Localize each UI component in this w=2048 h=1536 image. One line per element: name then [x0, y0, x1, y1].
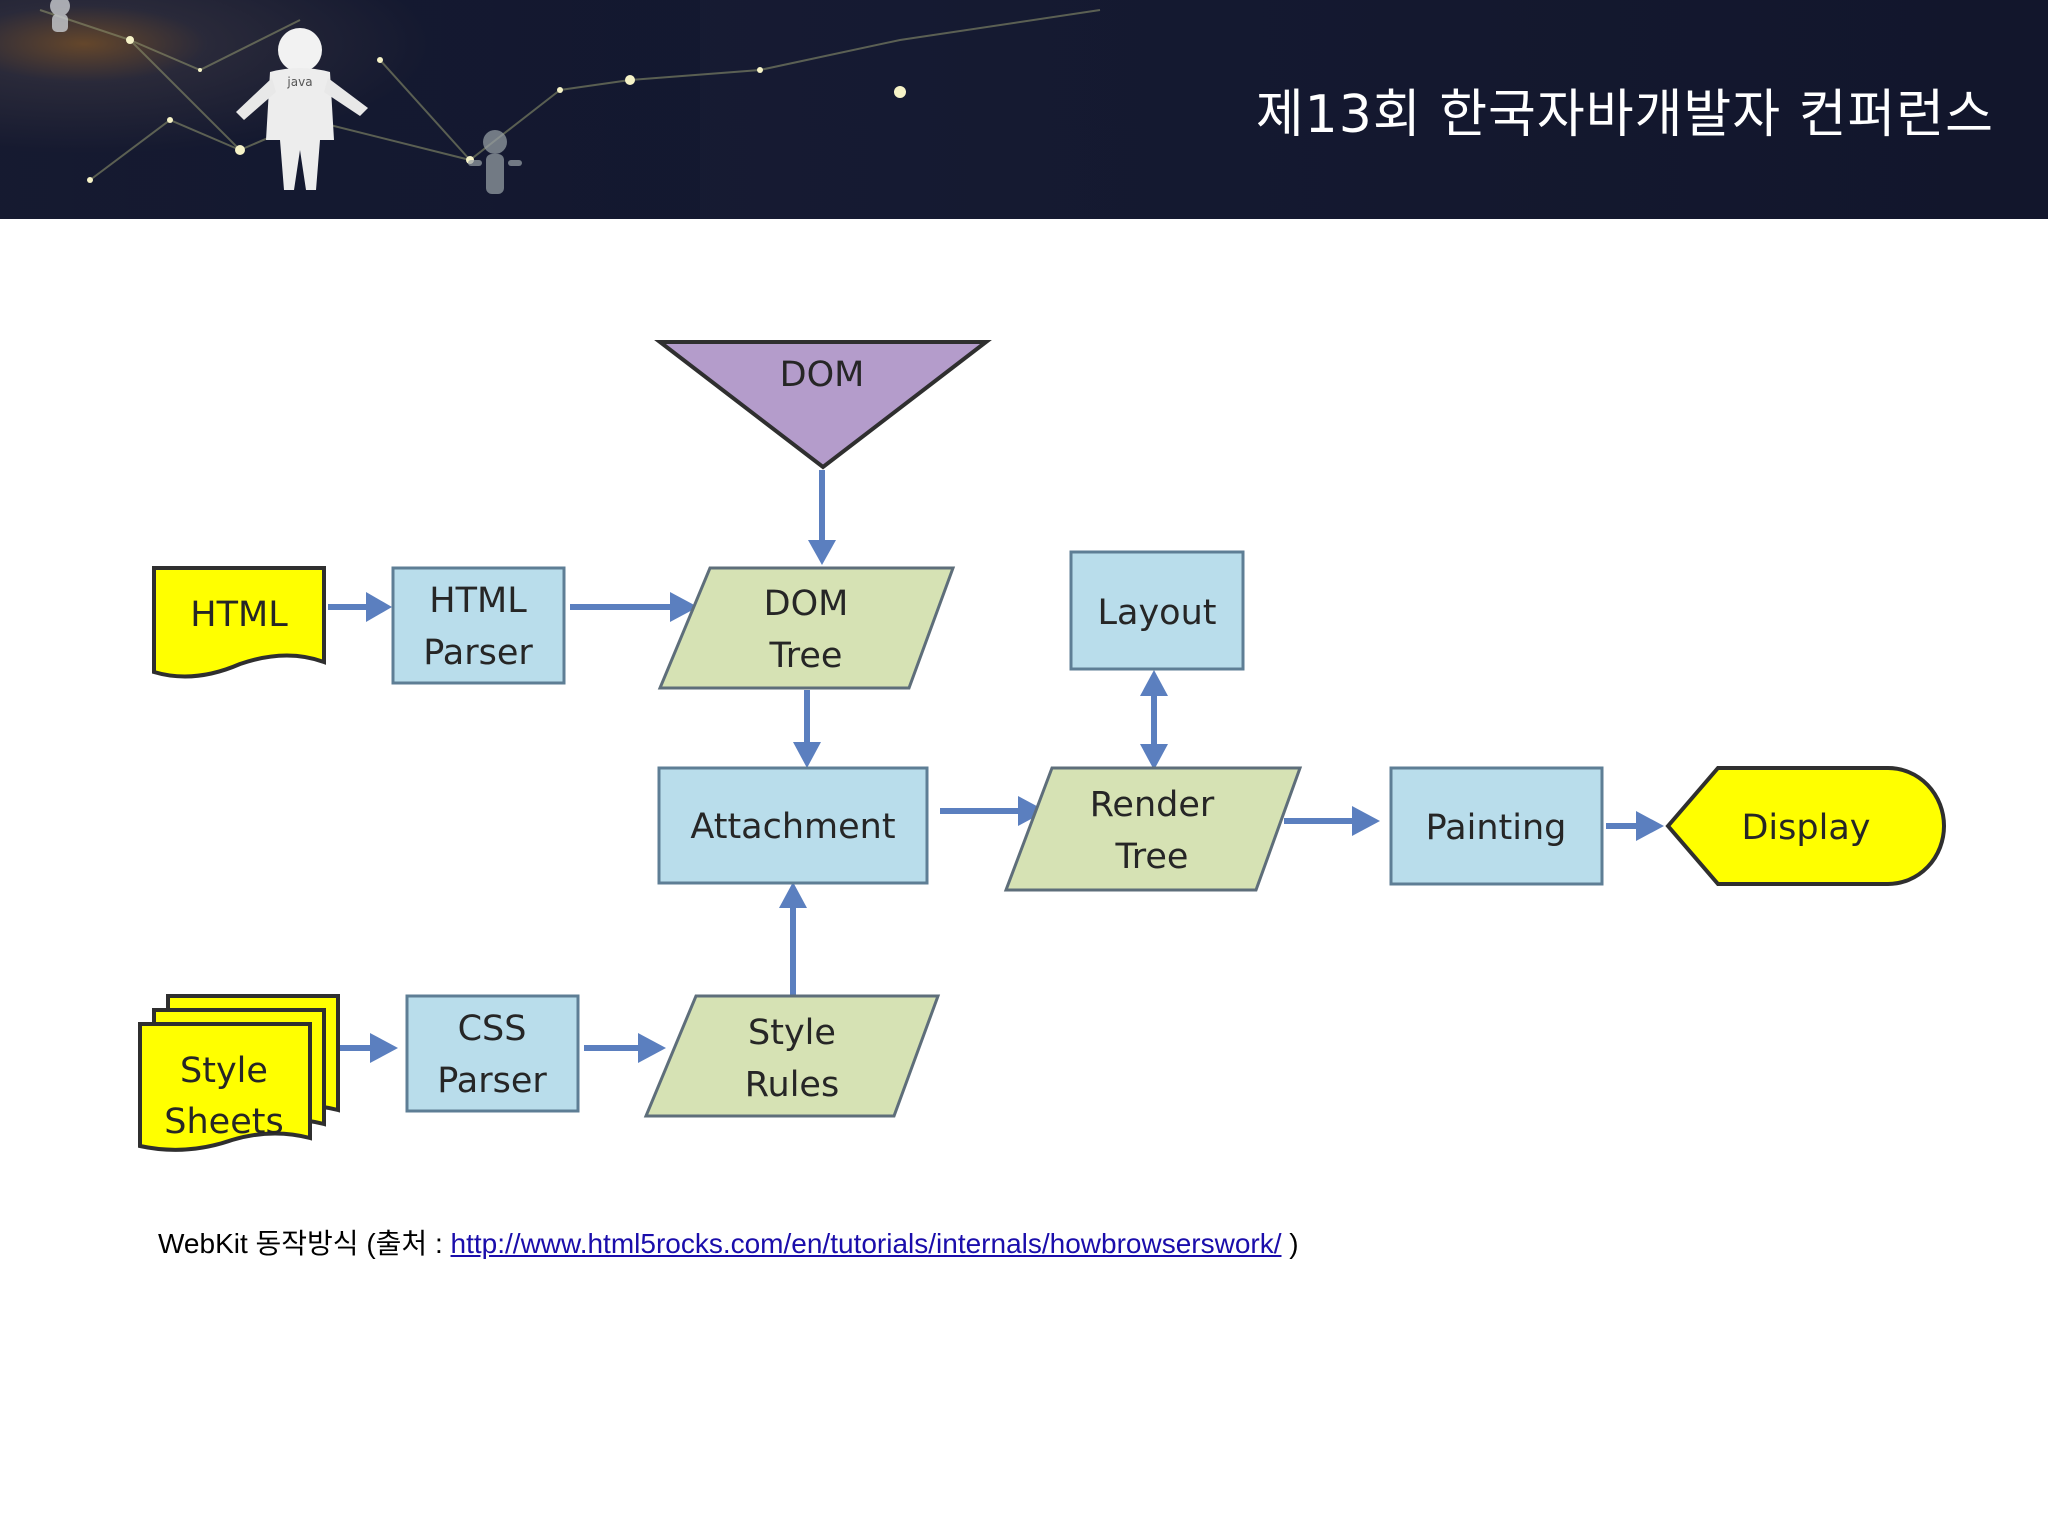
node-display-label: Display — [1741, 808, 1870, 848]
node-html-parser-line2: Parser — [423, 633, 533, 673]
node-render-tree-line1: Render — [1090, 785, 1215, 825]
node-html-parser-line1: HTML — [429, 581, 527, 621]
node-style-rules: Style Rules — [643, 994, 941, 1118]
node-render-tree-line2: Tree — [1115, 837, 1189, 877]
node-style-sheets-line1: Style — [180, 1051, 268, 1091]
node-style-rules-line2: Rules — [745, 1065, 839, 1105]
caption-prefix: WebKit 동작방식 (출처 : — [158, 1228, 451, 1259]
source-caption: WebKit 동작방식 (출처 : http://www.html5rocks.… — [158, 1222, 1299, 1262]
node-html: HTML — [152, 566, 326, 679]
arrows — [328, 470, 1664, 1063]
caption-suffix: ) — [1281, 1228, 1299, 1259]
node-layout-label: Layout — [1098, 593, 1217, 633]
node-painting: Painting — [1389, 766, 1604, 886]
mascot-label: java — [286, 75, 312, 89]
header-banner: java 제13회 한국자바개발자 컨퍼런스 — [0, 0, 2048, 219]
source-link[interactable]: http://www.html5rocks.com/en/tutorials/i… — [450, 1228, 1282, 1259]
node-html-parser: HTML Parser — [391, 566, 566, 685]
node-dom-tree-line1: DOM — [764, 584, 849, 624]
small-figure-icon — [468, 130, 522, 194]
node-dom: DOM — [654, 340, 992, 470]
node-render-tree: Render Tree — [1003, 766, 1303, 892]
node-painting-label: Painting — [1426, 808, 1567, 848]
node-dom-tree-line2: Tree — [769, 636, 843, 676]
arrowhead — [808, 540, 836, 565]
node-attachment: Attachment — [657, 766, 929, 885]
node-html-label: HTML — [190, 595, 288, 635]
node-attachment-label: Attachment — [690, 807, 895, 847]
conference-title: 제13회 한국자바개발자 컨퍼런스 — [1255, 85, 1994, 145]
node-layout: Layout — [1069, 550, 1245, 671]
node-style-sheets: Style Sheets — [138, 994, 340, 1152]
java-mascot-icon: java — [236, 28, 368, 190]
constellation-background: java — [0, 0, 2048, 219]
node-dom-tree: DOM Tree — [657, 566, 956, 690]
node-css-parser: CSS Parser — [405, 994, 580, 1113]
node-css-parser-line2: Parser — [437, 1061, 547, 1101]
node-display: Display — [1665, 766, 1946, 886]
node-style-rules-line1: Style — [748, 1013, 836, 1053]
node-css-parser-line1: CSS — [458, 1009, 527, 1049]
node-dom-label: DOM — [780, 355, 865, 395]
node-style-sheets-line2: Sheets — [164, 1102, 283, 1142]
